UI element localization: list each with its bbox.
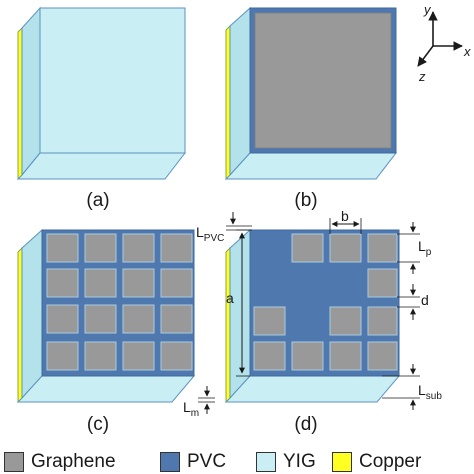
panel-a-bottom-face bbox=[16, 152, 187, 180]
yig-swatch bbox=[256, 452, 276, 472]
panel-d-side-face bbox=[229, 228, 251, 400]
panel-d-substrate bbox=[224, 228, 401, 403]
legend-item-yig: YIG bbox=[256, 450, 316, 474]
graphene-patch bbox=[160, 268, 193, 298]
z-axis-arrow bbox=[417, 45, 434, 67]
legend-label-copper: Copper bbox=[359, 451, 422, 472]
legend-item-copper: Copper bbox=[332, 450, 421, 474]
graphene-patch bbox=[329, 306, 362, 336]
graphene-patch bbox=[253, 341, 286, 371]
dimension-a: a bbox=[226, 229, 250, 377]
dimension-b: b bbox=[329, 208, 362, 234]
panel-b-bottom-face bbox=[224, 152, 398, 180]
dimension-l-sub: Lsub bbox=[382, 364, 442, 410]
panel-b-copper-edge bbox=[225, 25, 231, 180]
l-p-label: Lp bbox=[418, 238, 432, 258]
panel-b-side-face bbox=[229, 6, 251, 177]
dimension-d: d bbox=[397, 284, 429, 320]
graphene-swatch bbox=[4, 452, 24, 472]
panel-d-bottom-face bbox=[224, 375, 401, 403]
panel-c-label: (c) bbox=[87, 414, 109, 435]
graphene-patch bbox=[84, 233, 117, 263]
graphene-patch bbox=[329, 341, 362, 371]
panel-d-label: (d) bbox=[294, 414, 317, 435]
d-label: d bbox=[421, 292, 429, 308]
panel-a-copper-edge bbox=[17, 27, 23, 180]
graphene-patch bbox=[253, 306, 286, 336]
b-label: b bbox=[341, 208, 349, 224]
panel-b-label: (b) bbox=[294, 190, 317, 211]
panel-a-side-face bbox=[21, 6, 41, 177]
graphene-patch bbox=[329, 233, 362, 263]
graphene-patch bbox=[160, 341, 193, 371]
pvc-swatch bbox=[160, 452, 180, 472]
graphene-patch bbox=[367, 306, 398, 336]
graphene-patch bbox=[46, 233, 79, 263]
panel-b-substrate bbox=[224, 6, 398, 180]
panel-c-substrate bbox=[16, 228, 196, 403]
copper-swatch bbox=[332, 452, 352, 472]
legend-label-graphene: Graphene bbox=[31, 451, 116, 472]
x-axis-label: x bbox=[463, 44, 471, 59]
graphene-patch bbox=[46, 304, 79, 334]
graphene-patch bbox=[84, 341, 117, 371]
graphene-patch bbox=[291, 341, 324, 371]
y-axis-label: y bbox=[423, 2, 432, 17]
graphene-patch bbox=[122, 304, 155, 334]
a-label: a bbox=[226, 290, 234, 306]
dimension-l-m: Lm bbox=[183, 386, 215, 419]
legend-item-pvc: PVC bbox=[160, 450, 226, 474]
panel-c-bottom-face bbox=[16, 375, 196, 403]
panel-a-top-face bbox=[39, 7, 186, 154]
graphene-patch bbox=[84, 304, 117, 334]
legend-item-graphene: Graphene bbox=[4, 450, 116, 474]
panel-a-label: (a) bbox=[86, 190, 109, 211]
panel-d-copper-edge bbox=[225, 247, 231, 403]
panel-b-graphene-sheet bbox=[254, 12, 392, 149]
graphene-patch bbox=[122, 268, 155, 298]
l-sub-label: Lsub bbox=[418, 382, 442, 402]
panel-c-copper-edge bbox=[17, 247, 23, 403]
l-m-label: Lm bbox=[183, 399, 199, 419]
l-pvc-label: LPVC bbox=[196, 224, 224, 244]
panel-a-substrate bbox=[16, 6, 187, 180]
graphene-patch bbox=[291, 233, 324, 263]
material-legend: Graphene PVC YIG Copper bbox=[0, 448, 474, 474]
z-axis-label: z bbox=[418, 69, 426, 84]
coordinate-axes: y x z bbox=[417, 2, 471, 84]
graphene-patch bbox=[367, 233, 398, 263]
legend-label-yig: YIG bbox=[283, 451, 316, 472]
graphene-patch bbox=[160, 233, 193, 263]
panel-d-graphene-patches bbox=[253, 233, 398, 371]
graphene-patch bbox=[122, 341, 155, 371]
graphene-patch bbox=[46, 341, 79, 371]
panel-c-graphene-patches bbox=[46, 233, 193, 371]
dimension-l-p: Lp bbox=[397, 222, 432, 274]
graphene-patch bbox=[367, 341, 398, 371]
panel-c-side-face bbox=[21, 228, 43, 400]
graphene-patch bbox=[367, 268, 398, 298]
graphene-patch bbox=[84, 268, 117, 298]
graphene-patch bbox=[122, 233, 155, 263]
graphene-patch bbox=[46, 268, 79, 298]
graphene-patch bbox=[160, 304, 193, 334]
legend-label-pvc: PVC bbox=[187, 451, 227, 472]
